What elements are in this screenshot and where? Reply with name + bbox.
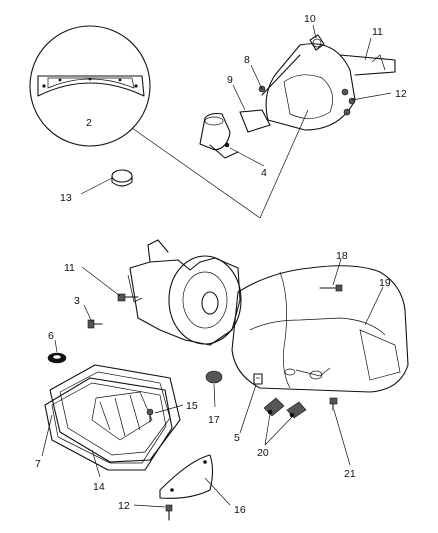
callout-18: 18 xyxy=(336,250,348,262)
fitting-part-21 xyxy=(329,397,338,411)
callout-labels: 10 11 8 9 12 2 4 13 18 11 19 3 6 15 17 5… xyxy=(35,13,407,516)
callout-8: 8 xyxy=(244,54,250,66)
cover-part-16 xyxy=(159,454,214,499)
plug-part-17 xyxy=(205,370,223,384)
callout-13: 13 xyxy=(60,192,72,204)
oil-pan-part-14 xyxy=(49,364,181,463)
bolt-part-12-lower xyxy=(165,504,173,521)
callout-12-lower: 12 xyxy=(118,500,130,512)
callout-19: 19 xyxy=(379,277,391,289)
seal-part-6 xyxy=(47,352,67,364)
dust-cover-part-2 xyxy=(37,75,145,97)
callout-12-upper: 12 xyxy=(395,88,407,100)
callout-11-lower: 11 xyxy=(64,262,75,274)
callout-17: 17 xyxy=(208,414,220,426)
screw-part-15 xyxy=(146,408,154,423)
callout-11-upper: 11 xyxy=(372,26,383,38)
clip-part-5 xyxy=(253,373,263,385)
callout-5: 5 xyxy=(234,432,240,444)
bolt-part-11-lower xyxy=(117,293,139,302)
callout-6: 6 xyxy=(48,330,54,342)
transmission-case xyxy=(127,239,409,393)
callout-10: 10 xyxy=(304,13,316,25)
upper-housing-assembly xyxy=(199,34,396,159)
bolt-part-18 xyxy=(319,284,343,292)
callout-7: 7 xyxy=(35,458,41,470)
sensors-part-20 xyxy=(263,397,307,419)
pan-gasket-part-7 xyxy=(44,377,173,471)
bolt-part-3 xyxy=(87,319,103,329)
leader-lines xyxy=(41,24,392,508)
callout-15: 15 xyxy=(186,400,198,412)
callout-20: 20 xyxy=(257,447,269,459)
callout-4: 4 xyxy=(261,167,267,179)
callout-3: 3 xyxy=(74,295,80,307)
callout-14: 14 xyxy=(93,481,105,493)
callout-16: 16 xyxy=(234,504,246,516)
plug-part-13 xyxy=(111,169,133,187)
callout-2: 2 xyxy=(86,117,92,129)
callout-9: 9 xyxy=(227,74,233,86)
callout-21: 21 xyxy=(344,468,356,480)
detail-circle xyxy=(29,25,309,219)
